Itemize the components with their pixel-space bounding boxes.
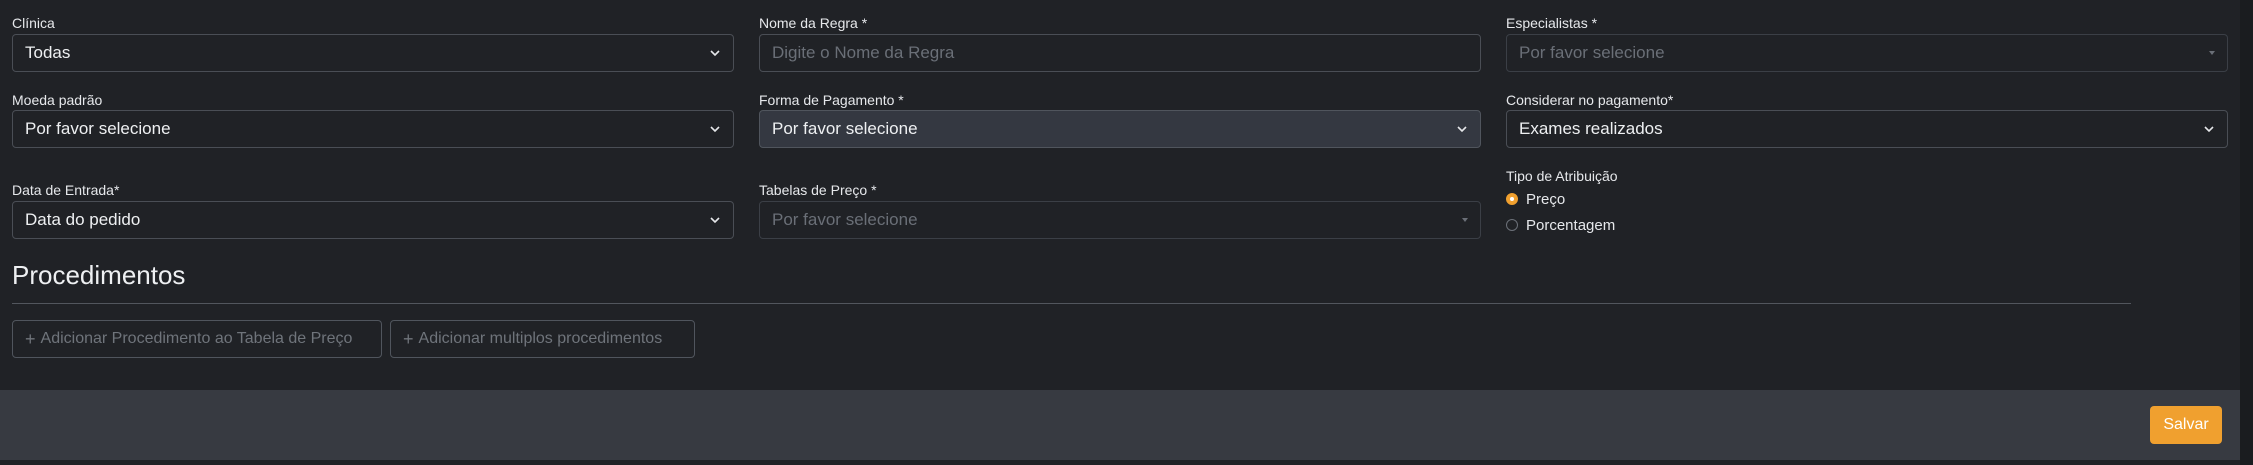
radio-preco-label: Preço — [1526, 190, 1566, 208]
considerar-select[interactable]: Exames realizados — [1506, 110, 2228, 148]
considerar-field: Considerar no pagamento* Exames realizad… — [1506, 90, 2228, 148]
nome-regra-label: Nome da Regra * — [759, 15, 868, 31]
section-divider — [12, 303, 2131, 304]
nome-regra-input-wrap — [759, 34, 1481, 72]
moeda-value: Por favor selecione — [25, 119, 171, 138]
tabelas-preco-label: Tabelas de Preço * — [759, 182, 877, 198]
plus-icon: + — [25, 328, 36, 349]
radio-porcentagem[interactable]: Porcentagem — [1506, 212, 1618, 238]
data-entrada-value: Data do pedido — [25, 210, 141, 229]
especialistas-field: Especialistas * Por favor selecione — [1506, 13, 2228, 72]
clinica-field: Clínica Todas — [12, 13, 734, 72]
especialistas-label: Especialistas * — [1506, 15, 1598, 31]
tipo-atribuicao-label: Tipo de Atribuição — [1506, 168, 1618, 184]
chevron-down-icon — [1457, 126, 1467, 133]
footer-bar — [0, 390, 2240, 460]
tabelas-preco-field: Tabelas de Preço * Por favor selecione — [759, 180, 1481, 239]
caret-down-icon — [2209, 51, 2215, 55]
clinica-label: Clínica — [12, 15, 55, 31]
forma-pagamento-label: Forma de Pagamento * — [759, 92, 904, 108]
clinica-select[interactable]: Todas — [12, 34, 734, 72]
right-edge-strip — [2240, 0, 2253, 465]
data-entrada-field: Data de Entrada* Data do pedido — [12, 180, 734, 239]
considerar-label: Considerar no pagamento* — [1506, 92, 1674, 108]
radio-porcentagem-label: Porcentagem — [1526, 216, 1616, 234]
especialistas-placeholder: Por favor selecione — [1519, 43, 1665, 62]
forma-pagamento-select[interactable]: Por favor selecione — [759, 110, 1481, 148]
chevron-down-icon — [710, 50, 720, 57]
procedimentos-title: Procedimentos — [12, 260, 186, 290]
radio-preco[interactable]: Preço — [1506, 186, 1618, 212]
moeda-select[interactable]: Por favor selecione — [12, 110, 734, 148]
nome-regra-input[interactable] — [772, 43, 1468, 63]
save-button[interactable]: Salvar — [2150, 406, 2222, 444]
add-procedimento-button[interactable]: + Adicionar Procedimento ao Tabela de Pr… — [12, 320, 382, 358]
tabelas-preco-placeholder: Por favor selecione — [772, 210, 918, 229]
tabelas-preco-select[interactable]: Por favor selecione — [759, 201, 1481, 239]
tipo-atribuicao-group: Tipo de Atribuição Preço Porcentagem — [1506, 166, 1618, 238]
add-procedimento-label: Adicionar Procedimento ao Tabela de Preç… — [40, 330, 353, 347]
data-entrada-select[interactable]: Data do pedido — [12, 201, 734, 239]
chevron-down-icon — [710, 217, 720, 224]
chevron-down-icon — [2204, 126, 2214, 133]
considerar-value: Exames realizados — [1519, 119, 1663, 138]
moeda-label: Moeda padrão — [12, 92, 103, 108]
add-multiplos-button[interactable]: + Adicionar multiplos procedimentos — [390, 320, 695, 358]
caret-down-icon — [1462, 218, 1468, 222]
moeda-field: Moeda padrão Por favor selecione — [12, 90, 734, 148]
nome-regra-field: Nome da Regra * — [759, 13, 1481, 72]
radio-unchecked-icon[interactable] — [1506, 219, 1518, 231]
forma-pagamento-field: Forma de Pagamento * Por favor selecione — [759, 90, 1481, 148]
plus-icon: + — [403, 328, 414, 349]
add-multiplos-label: Adicionar multiplos procedimentos — [418, 330, 663, 347]
data-entrada-label: Data de Entrada* — [12, 182, 120, 198]
clinica-value: Todas — [25, 43, 71, 62]
forma-pagamento-value: Por favor selecione — [772, 119, 918, 138]
chevron-down-icon — [710, 126, 720, 133]
radio-checked-icon[interactable] — [1506, 193, 1518, 205]
especialistas-select[interactable]: Por favor selecione — [1506, 34, 2228, 72]
